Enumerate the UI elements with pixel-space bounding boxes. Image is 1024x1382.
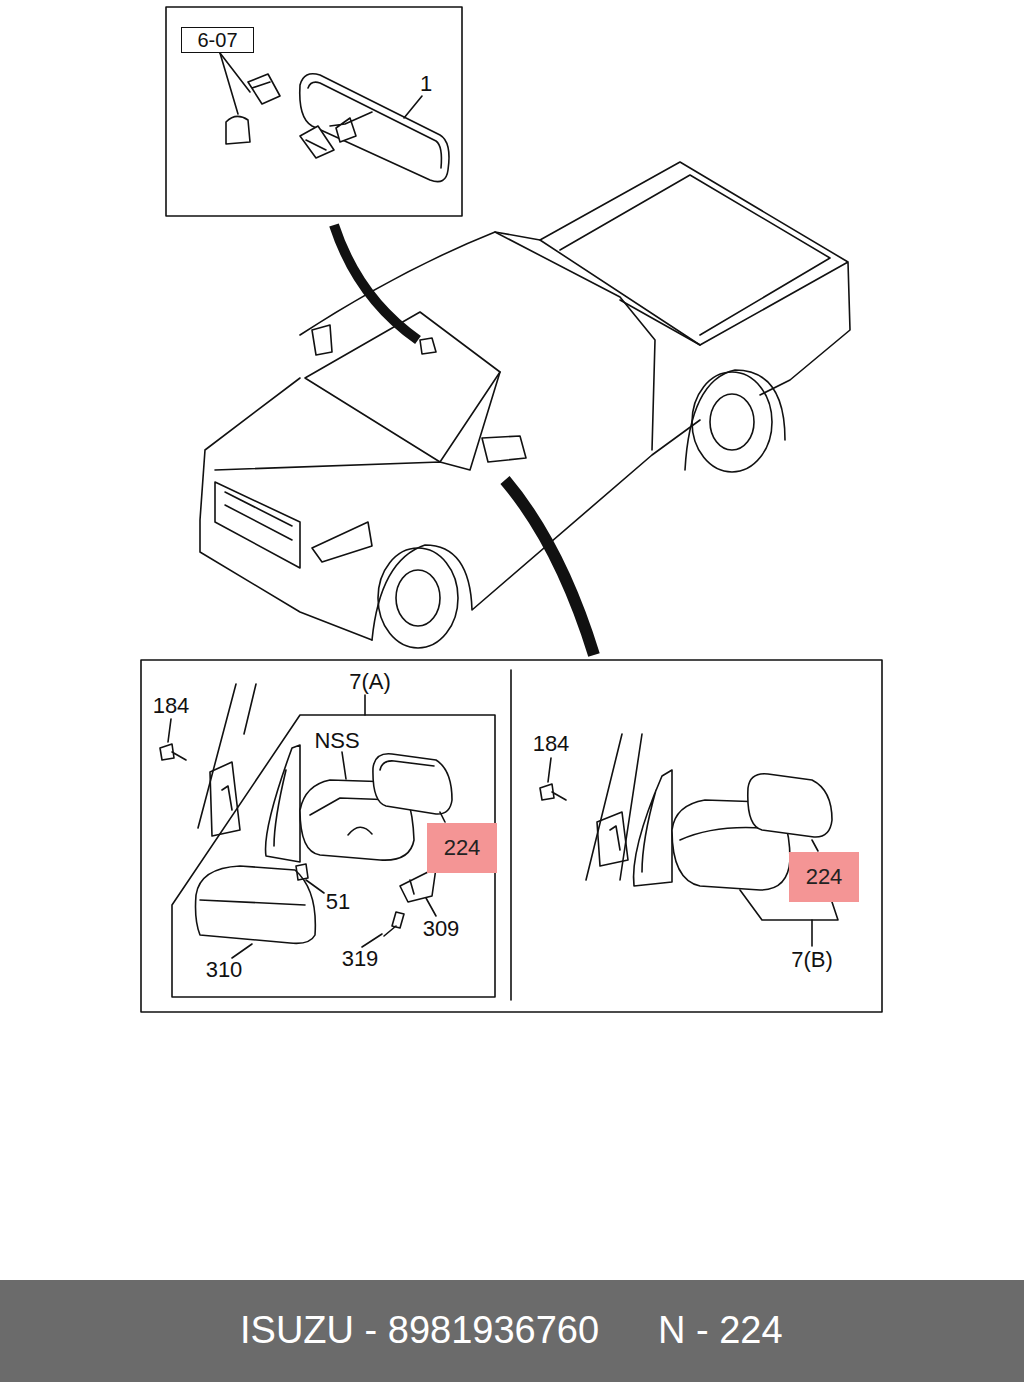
part-number-text: ISUZU - 8981936760	[240, 1310, 599, 1352]
left-mirror-parts-line	[168, 719, 171, 742]
inner-mirror-drawing-line	[404, 96, 422, 118]
left-mirror-parts-line	[380, 761, 434, 770]
pointer-arc-line	[505, 480, 594, 655]
left-mirror-parts-line	[384, 912, 404, 936]
callout-number: 7(B)	[791, 949, 833, 971]
callout-number: 310	[206, 959, 243, 981]
left-mirror-parts-line	[306, 880, 324, 893]
box-label: 6-07	[197, 29, 237, 51]
left-mirror-parts-line	[296, 864, 308, 880]
inner-mirror-drawing-line	[220, 53, 250, 92]
callout-number: 51	[326, 891, 350, 913]
right-mirror-parts-line	[748, 774, 832, 837]
left-mirror-parts-line	[373, 754, 452, 814]
inner-mirror-drawing-line	[300, 126, 334, 158]
right-mirror-parts-line	[811, 920, 813, 946]
pickup-truck-line	[312, 522, 372, 562]
callout-number: 184	[153, 695, 190, 717]
pickup-truck-line	[482, 436, 526, 462]
left-mirror-parts-line	[210, 762, 240, 836]
highlight-box: 224	[427, 823, 497, 873]
left-mirror-parts-line	[198, 684, 256, 828]
pickup-truck	[200, 162, 850, 648]
detail-panel-line	[141, 660, 882, 1012]
inner-mirror-drawing-line	[330, 112, 372, 142]
right-mirror-parts-line	[812, 840, 818, 851]
left-mirror-parts-line	[400, 868, 436, 902]
pickup-truck-line	[300, 162, 850, 395]
left-mirror-parts-line	[362, 934, 382, 947]
part-number-text: N - 224	[658, 1310, 783, 1352]
inset-frame-line	[166, 7, 462, 216]
inner-mirror-drawing-line	[226, 116, 250, 144]
callout-number: 319	[342, 948, 379, 970]
inner-mirror-drawing	[220, 53, 449, 182]
left-mirror-parts	[160, 684, 452, 958]
right-mirror-parts-line	[586, 734, 642, 880]
right-mirror-parts-line	[548, 758, 551, 782]
left-mirror-parts-line	[426, 898, 436, 916]
inset-frame	[166, 7, 462, 216]
inner-mirror-drawing-line	[220, 53, 238, 114]
callout-number: 184	[533, 733, 570, 755]
left-mirror-parts-line	[440, 812, 445, 822]
detail-panel-line	[172, 715, 495, 997]
detail-panel	[141, 660, 882, 1012]
right-mirror-parts-line	[597, 812, 628, 866]
pickup-truck-line	[396, 570, 440, 626]
box-label: 224	[806, 865, 843, 889]
left-mirror-parts-line	[266, 745, 300, 862]
pickup-truck-line	[540, 175, 830, 345]
right-mirror-parts-line	[540, 784, 566, 800]
pickup-truck-line	[495, 232, 655, 450]
note-label: NSS	[314, 730, 359, 752]
box-label: 224	[444, 836, 481, 860]
pickup-truck-line	[685, 370, 785, 470]
pointer-arc-line	[334, 225, 418, 340]
pickup-truck-line	[312, 325, 332, 355]
pickup-truck-line	[692, 372, 772, 472]
highlight-box: 224	[789, 852, 859, 902]
right-mirror-parts	[540, 734, 838, 946]
inner-mirror-drawing-line	[308, 82, 441, 168]
footer-band: ISUZU - 8981936760 N - 224	[0, 1280, 1024, 1382]
left-mirror-parts-line	[232, 944, 252, 958]
right-mirror-parts-line	[634, 770, 672, 886]
pickup-truck-line	[420, 338, 436, 354]
section-ref-box: 6-07	[181, 27, 254, 53]
pickup-truck-line	[215, 482, 300, 568]
pickup-truck-line	[378, 548, 458, 648]
inner-mirror-drawing-line	[300, 74, 449, 182]
callout-number: 7(A)	[349, 671, 391, 693]
callout-number: 1	[420, 73, 432, 95]
pointer-arc	[334, 225, 594, 655]
pickup-truck-line	[710, 394, 754, 450]
callout-number: 309	[423, 918, 460, 940]
left-mirror-parts-line	[342, 752, 346, 779]
detail-panel-line	[364, 695, 366, 715]
inner-mirror-drawing-line	[248, 74, 280, 104]
detail-panel-line	[510, 670, 512, 1000]
pickup-truck-line	[200, 372, 500, 640]
left-mirror-parts-line	[160, 744, 186, 760]
